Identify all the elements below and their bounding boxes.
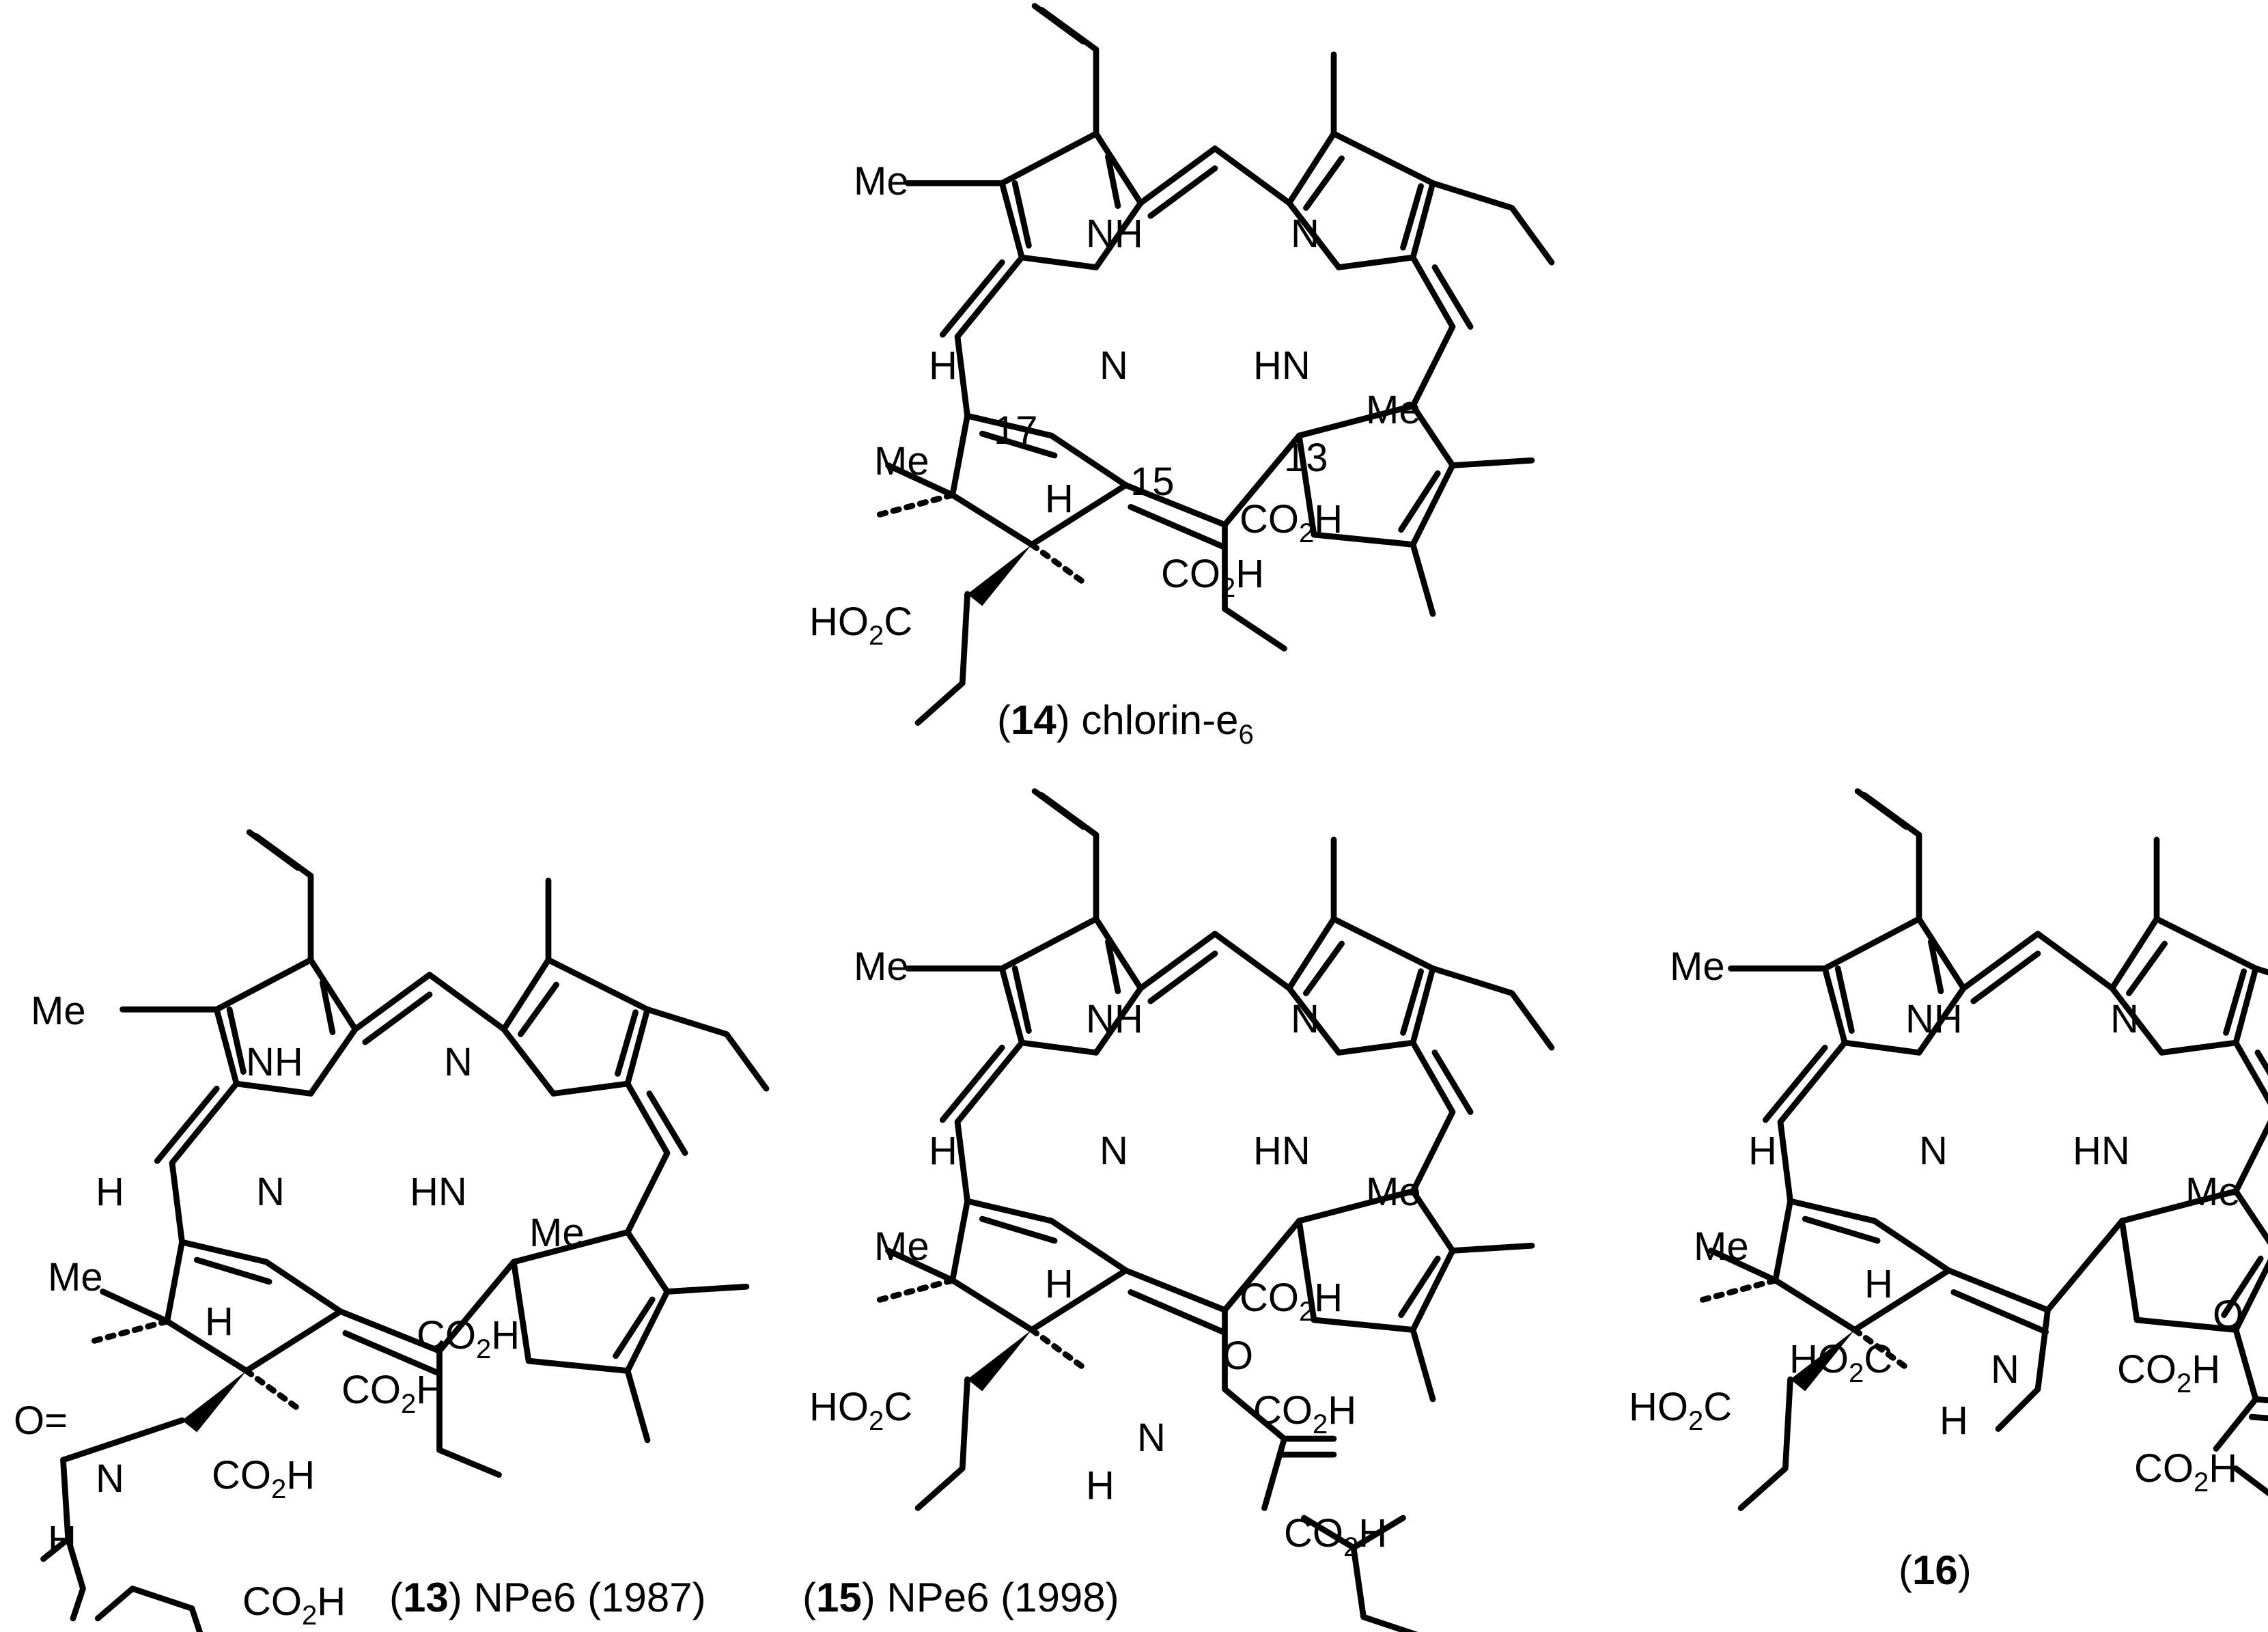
hn-label-15: HN [1253,1129,1311,1173]
me-label-16c: Me [1694,1224,1749,1269]
co2h-label-13a: CO2H [417,1313,520,1364]
co2h-label-15b: CO2H [1253,1388,1356,1439]
co2h-label-15a: CO2H [1240,1276,1343,1327]
svg-text:(14) chlorin-e6: (14) chlorin-e6 [997,697,1254,750]
carbonyl-o-label-15: O [1222,1334,1253,1378]
h-label-13b: H [205,1299,234,1344]
svg-text:CO2H: CO2H [1161,552,1264,603]
caption-14: (14) chlorin-e6 [997,697,1254,750]
ho2c-label-16b: HO2C [1629,1385,1732,1436]
me-label-13a: Me [31,989,86,1033]
compound-14-structure [878,6,1552,726]
hn-label-16: HN [2073,1129,2130,1173]
locant-17: 17 [994,408,1038,453]
svg-text:HO2C: HO2C [1629,1385,1732,1436]
co2h-label-14b: CO2H [1161,552,1264,603]
h-label-15a: H [929,1129,957,1173]
h-label-16a: H [1748,1129,1777,1173]
svg-text:CO2H: CO2H [1240,497,1343,548]
me-label-15c: Me [874,1224,929,1269]
h-label-13c: H [48,1518,76,1562]
me-label-14c: Me [874,439,929,483]
n-label-13a: N [444,1040,473,1084]
svg-text:CO2H: CO2H [242,1579,346,1631]
svg-text:CO2H: CO2H [2117,1347,2220,1398]
me-label-13c: Me [48,1255,103,1299]
nh-label-15: NH [1086,997,1143,1041]
hn-label-14: HN [1253,343,1311,388]
co2h-label-13c: CO2H [212,1453,315,1504]
caption-15: (15) NPe6 (1998) [802,1575,1119,1620]
h-label-15b: H [1045,1262,1074,1306]
svg-text:CO2H: CO2H [1253,1388,1356,1439]
svg-text:HO2C: HO2C [809,1385,912,1436]
svg-text:(15) NPe6 (1998): (15) NPe6 (1998) [802,1575,1119,1620]
svg-text:HO2C: HO2C [809,600,912,651]
co2h-label-14a: CO2H [1240,497,1343,548]
nh-label-13: NH [246,1040,303,1084]
carbonyl-o-label-16: O [2213,1293,2243,1337]
n-label-13c: N [96,1457,124,1501]
compound-13-structure [40,832,767,1632]
caption-13: (13) NPe6 (1987) [389,1575,706,1620]
svg-text:(16): (16) [1899,1547,1972,1593]
me-label-16b: Me [2185,1170,2241,1214]
me-label-13b: Me [529,1211,585,1255]
me-label-15b: Me [1366,1170,1421,1214]
h-label-14b: H [1045,477,1074,521]
h-label-14a: H [929,343,957,388]
n-label-16c: N [1991,1347,2019,1392]
co2h-label-16a: CO2H [2117,1347,2220,1398]
ho2c-label-14: HO2C [809,600,912,651]
svg-text:CO2H: CO2H [212,1453,315,1504]
h-label-16c: H [1940,1398,1968,1443]
svg-text:(13) NPe6 (1987): (13) NPe6 (1987) [389,1575,706,1620]
h-label-15c: H [1086,1463,1115,1508]
h-label-16b: H [1864,1262,1893,1306]
me-label-14a: Me [854,159,909,203]
compound-16-structure [1701,791,2268,1511]
me-label-15a: Me [854,944,909,989]
nh-label-16: NH [1905,997,1963,1041]
n-label-16a: N [2110,997,2139,1041]
caption-16: (16) [1899,1547,1972,1593]
nh-label-14: NH [1086,212,1143,256]
carbonyl-o-label-13: O= [14,1398,68,1443]
n-label-14a: N [1291,212,1319,256]
n-label-15c: N [1137,1416,1166,1460]
locant-13: 13 [1284,436,1328,480]
co2h-label-13b: CO2H [341,1368,445,1419]
co2h-label-15c: CO2H [1284,1511,1387,1562]
svg-text:CO2H: CO2H [1240,1276,1343,1327]
svg-text:CO2H: CO2H [1284,1511,1387,1562]
h-label-13a: H [96,1170,124,1214]
n-label-13b: N [256,1170,285,1214]
n-label-15a: N [1291,997,1319,1041]
n-label-16b: N [1919,1129,1948,1173]
ho2c-label-16a: HO2C [1789,1337,1892,1388]
n-label-15b: N [1100,1129,1128,1173]
ho2c-label-15: HO2C [809,1385,912,1436]
me-label-16a: Me [1670,944,1725,989]
svg-text:HO2C: HO2C [1789,1337,1892,1388]
co2h-label-13d: CO2H [242,1579,346,1631]
compound-15-structure [878,791,1552,1632]
n-label-14b: N [1100,343,1128,388]
locant-15: 15 [1130,460,1175,504]
me-label-14b: Me [1366,388,1421,432]
hn-label-13: HN [410,1170,467,1214]
svg-text:CO2H: CO2H [417,1313,520,1364]
co2h-label-16b: CO2H [2134,1446,2237,1497]
svg-text:CO2H: CO2H [341,1368,445,1419]
svg-text:CO2H: CO2H [2134,1446,2237,1497]
